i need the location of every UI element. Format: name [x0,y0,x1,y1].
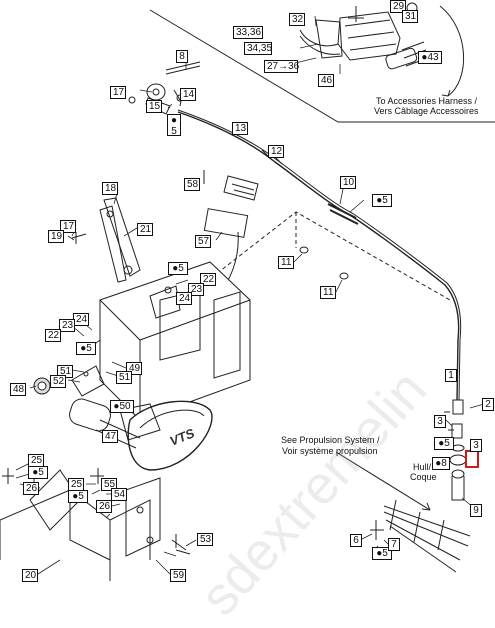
section-boundary-top [149,9,495,123]
pump-rods-drawing [370,499,471,573]
callout-3-upper[interactable]: 3 [434,415,446,428]
callout-46[interactable]: 46 [318,74,334,87]
callout-43[interactable]: ●43 [418,51,442,64]
callout-20[interactable]: 20 [22,569,38,582]
callout-1[interactable]: 1 [445,369,457,382]
drop-icon: ● [421,52,428,63]
callout-59[interactable]: 59 [170,569,186,582]
drop-icon: ● [32,467,39,478]
callout-22-upper[interactable]: 22 [200,273,216,286]
callout-58[interactable]: 58 [184,178,200,191]
callout-32[interactable]: 32 [289,13,305,26]
drop-icon: ● [376,548,383,559]
callout-5-mid[interactable]: ●5 [68,490,88,503]
callout-15[interactable]: 15 [146,100,162,113]
callout-23-lower[interactable]: 23 [59,319,75,332]
callout-23-upper[interactable]: 23 [188,283,204,296]
vts-handle-drawing [69,398,213,471]
callout-12[interactable]: 12 [268,145,284,158]
callout-34-35[interactable]: 34,35 [244,42,272,55]
callout-17-lever[interactable]: 17 [60,220,76,233]
callout-26-mid[interactable]: 26 [96,500,112,513]
callout-24-upper[interactable]: 24 [176,292,192,305]
callout-48[interactable]: 48 [10,383,26,396]
callout-3-lower[interactable]: 3 [470,439,482,452]
callout-53[interactable]: 53 [197,533,213,546]
callout-57[interactable]: 57 [195,235,211,248]
callout-13[interactable]: 13 [232,122,248,135]
drop-icon: ● [376,195,383,206]
callout-5-fitting[interactable]: ●5 [372,194,392,207]
callout-14[interactable]: 14 [180,88,196,101]
callout-29[interactable]: 29 [390,0,406,13]
accessories-arrow [439,5,465,97]
lower-bracket-drawing [0,468,191,581]
callout-5-stack[interactable]: ●5 [434,437,454,450]
drop-icon: ● [170,115,178,126]
propulsion-label-en: See Propulsion System / [281,435,380,445]
callout-55[interactable]: 55 [101,478,117,491]
callout-31[interactable]: 31 [402,10,418,23]
callout-47[interactable]: 47 [102,430,118,443]
callout-7[interactable]: 7 [388,538,400,551]
accessories-label-fr: Vers Câblage Accessoires [374,106,479,116]
callout-26-left[interactable]: 26 [23,482,39,495]
callout-8[interactable]: 8 [176,50,188,63]
callout-18[interactable]: 18 [102,182,118,195]
accessories-label-en: To Accessories Harness / [376,96,478,106]
callout-21[interactable]: 21 [137,223,153,236]
callout-19[interactable]: 19 [48,230,64,243]
callout-24-lower[interactable]: 24 [73,313,89,326]
callout-5-cable[interactable]: ●5 [167,114,181,137]
callout-33-36[interactable]: 33,36 [233,26,263,39]
propulsion-label-fr: Voir système propulsion [282,446,378,456]
drop-icon: ● [435,458,442,469]
callout-22-lower[interactable]: 22 [45,329,61,342]
callout-11-upper[interactable]: 11 [278,256,294,269]
callout-9[interactable]: 9 [470,504,482,517]
callout-51-right[interactable]: 51 [116,371,132,384]
drop-icon: ● [438,438,445,449]
callout-5-console[interactable]: ●5 [168,262,188,275]
coque-label: Coque [410,472,437,482]
console-box-drawing [99,246,349,421]
callout-8-pump[interactable]: ●8 [432,457,450,470]
highlight-box [465,450,479,468]
callout-50[interactable]: ●50 [110,400,134,413]
hull-label: Hull/ [413,462,432,472]
callout-6[interactable]: 6 [350,534,362,547]
callout-2[interactable]: 2 [482,398,494,411]
drop-icon: ● [72,491,79,502]
callout-5-left[interactable]: ●5 [28,466,48,479]
callout-17-top[interactable]: 17 [110,86,126,99]
knob-drawing [33,365,105,397]
callout-10[interactable]: 10 [340,176,356,189]
callout-5-bracket[interactable]: ●5 [76,342,96,355]
drop-icon: ● [80,343,87,354]
callout-27-36[interactable]: 27→36 [264,60,299,73]
lever-arm-drawing [71,197,141,283]
drop-icon: ● [172,263,179,274]
propulsion-arrow [335,451,431,511]
callout-54[interactable]: 54 [111,488,127,501]
callout-52[interactable]: 52 [50,375,66,388]
fitting-stack-drawing [444,399,467,501]
drop-icon: ● [113,401,120,412]
callout-5-rods[interactable]: ●5 [372,547,392,560]
callout-11-lower[interactable]: 11 [320,286,336,299]
